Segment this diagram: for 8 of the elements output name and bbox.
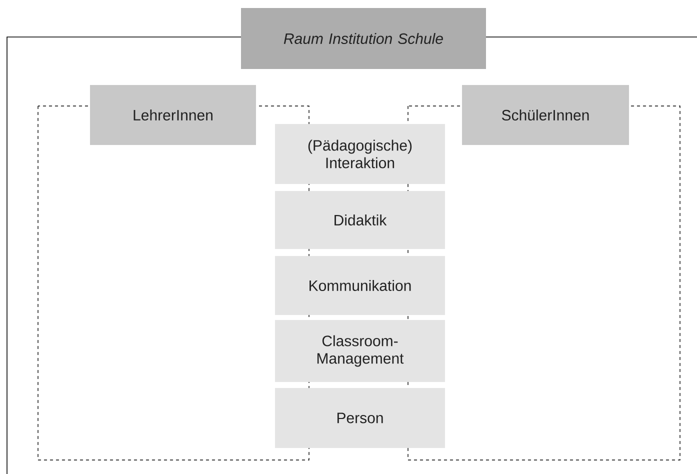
label-box: SchülerInnen [462,85,629,145]
label-box: LehrerInnen [90,85,256,145]
heading-box: Raum Institution Schule [241,8,486,69]
topic-box: Didaktik [275,191,445,249]
topic-box: Kommunikation [275,256,445,315]
topic-box: Person [275,388,445,448]
topic-box: Classroom- Management [275,320,445,382]
topic-box: (Pädagogische) Interaktion [275,124,445,184]
